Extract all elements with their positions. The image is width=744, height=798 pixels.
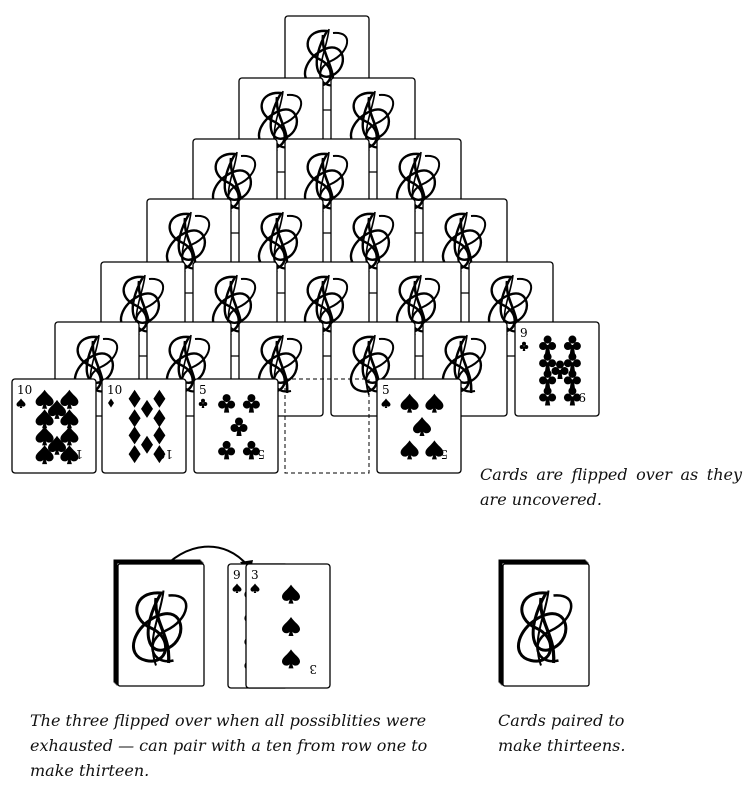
card-rank-label-inverted: 10	[158, 447, 173, 461]
waste-card-top: 33	[245, 563, 331, 689]
card-rank-label-inverted: 10	[68, 447, 83, 461]
pyramid-layout: 99	[54, 15, 600, 417]
front-row-card: 55	[193, 378, 279, 474]
flipped-card: 99	[514, 321, 600, 417]
card-rank-label-inverted: 3	[309, 662, 317, 676]
flipped-caption: The three flipped over when all possibli…	[30, 711, 428, 780]
paired-caption: Cards paired to make thirteens.	[498, 711, 626, 755]
card-rank-label-inverted: 9	[578, 390, 586, 404]
card-rank-label: 10	[107, 383, 122, 397]
front-row-card: 55	[376, 378, 462, 474]
card-rank-label: 9	[520, 326, 528, 340]
waste-pile: 9933	[227, 563, 331, 689]
card-rank-label: 3	[251, 568, 259, 582]
card-rank-label: 5	[199, 383, 207, 397]
piles: 9933	[113, 559, 590, 689]
card-rank-label: 9	[233, 568, 241, 582]
card-rank-label: 5	[382, 383, 390, 397]
uncovered-caption: Cards are flipped over as they are uncov…	[480, 465, 742, 509]
card-rank-label-inverted: 5	[257, 447, 265, 461]
front-row-card: 10 10	[11, 378, 97, 474]
empty-card-slot	[284, 378, 370, 474]
front-row-card: 10 10	[101, 378, 187, 474]
card-rank-label: 10	[17, 383, 32, 397]
card-rank-label-inverted: 5	[440, 447, 448, 461]
stock-pile	[113, 559, 205, 687]
pairs-pile	[498, 559, 590, 687]
